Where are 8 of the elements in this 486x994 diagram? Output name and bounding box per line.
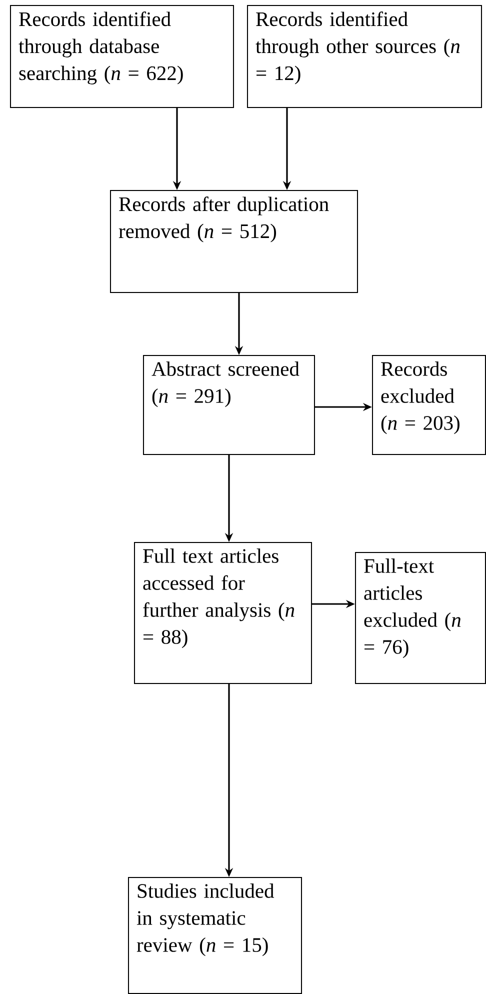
process-box: Records identified through other sources (n = 12) [247,5,482,108]
process-box: Records excluded (n = 203) [372,355,486,455]
process-box: Abstract screened (n = 291) [143,355,315,455]
process-box: Records identified through database searching (n = 622) [10,5,234,108]
process-box: Full text articles accessed for further analysis (n = 88) [134,542,312,684]
process-box: Studies included in systematic review (n = 15) [128,877,302,994]
process-box: Full-text articles excluded (n = 76) [355,552,486,684]
process-box: Records after duplication removed (n = 512) [110,190,358,293]
